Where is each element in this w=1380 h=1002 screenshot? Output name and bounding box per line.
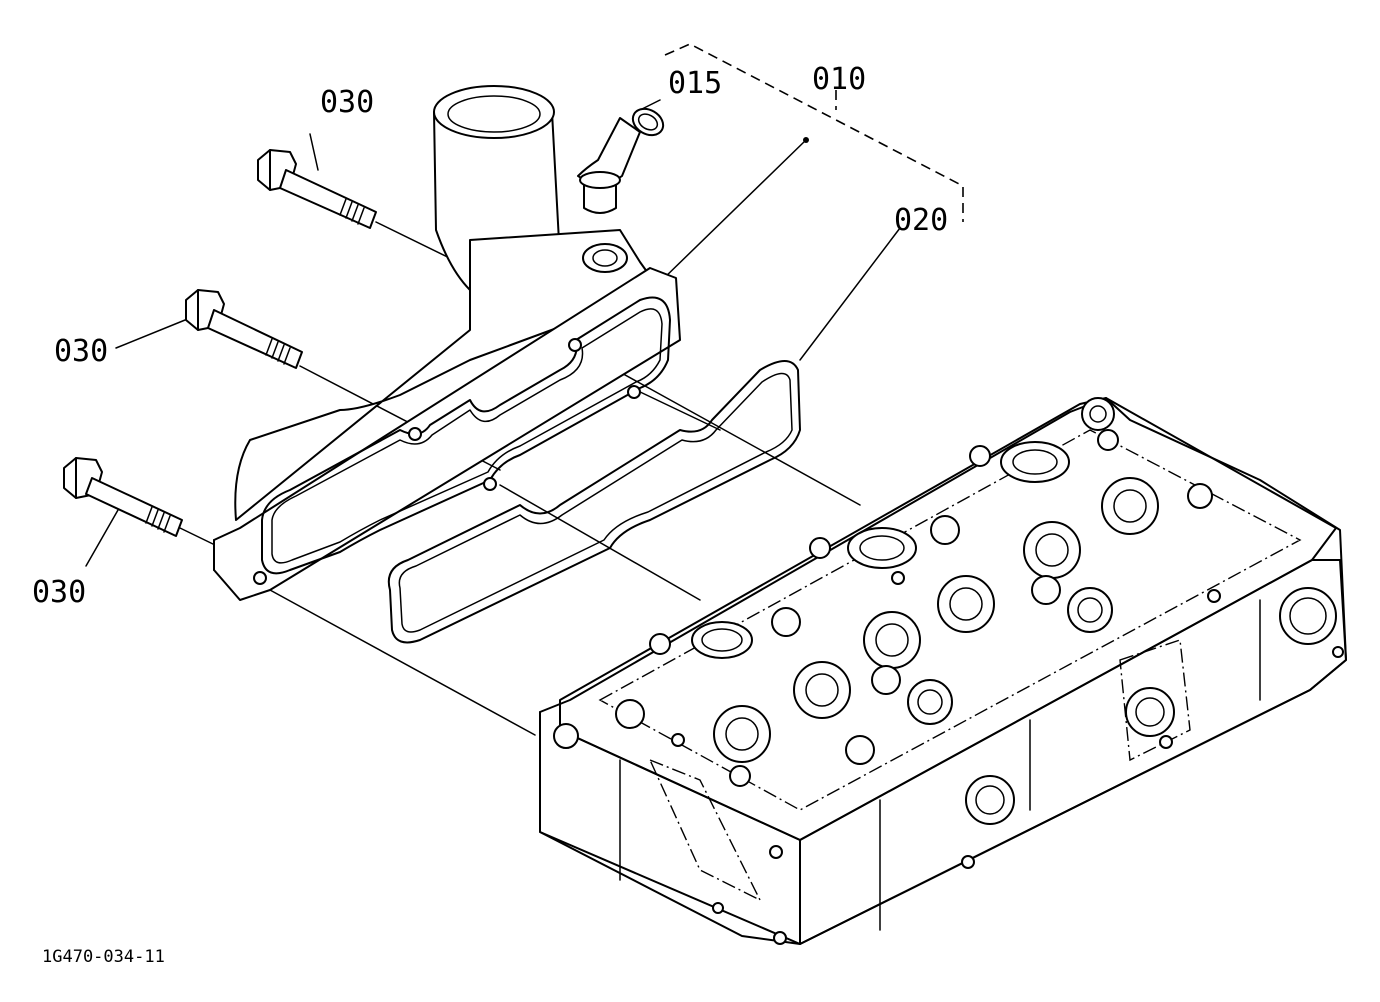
bolt-middle xyxy=(185,289,303,369)
callout-030-top: 030 xyxy=(320,85,374,120)
callout-030-middle: 030 xyxy=(54,334,108,369)
callout-015: 015 xyxy=(668,66,722,101)
drawing-code: 1G470-034-11 xyxy=(42,947,165,967)
leader-lines xyxy=(85,99,901,567)
gasket xyxy=(387,360,801,644)
bolt-top xyxy=(257,149,377,229)
bolt-bottom xyxy=(63,457,183,537)
callout-010: 010 xyxy=(812,62,866,97)
water-flange xyxy=(213,85,681,601)
assembly-bracket xyxy=(664,43,964,222)
cylinder-head xyxy=(539,397,1347,945)
callout-030-bottom: 030 xyxy=(32,575,86,610)
callout-020: 020 xyxy=(894,203,948,238)
pipe-elbow xyxy=(577,107,665,214)
